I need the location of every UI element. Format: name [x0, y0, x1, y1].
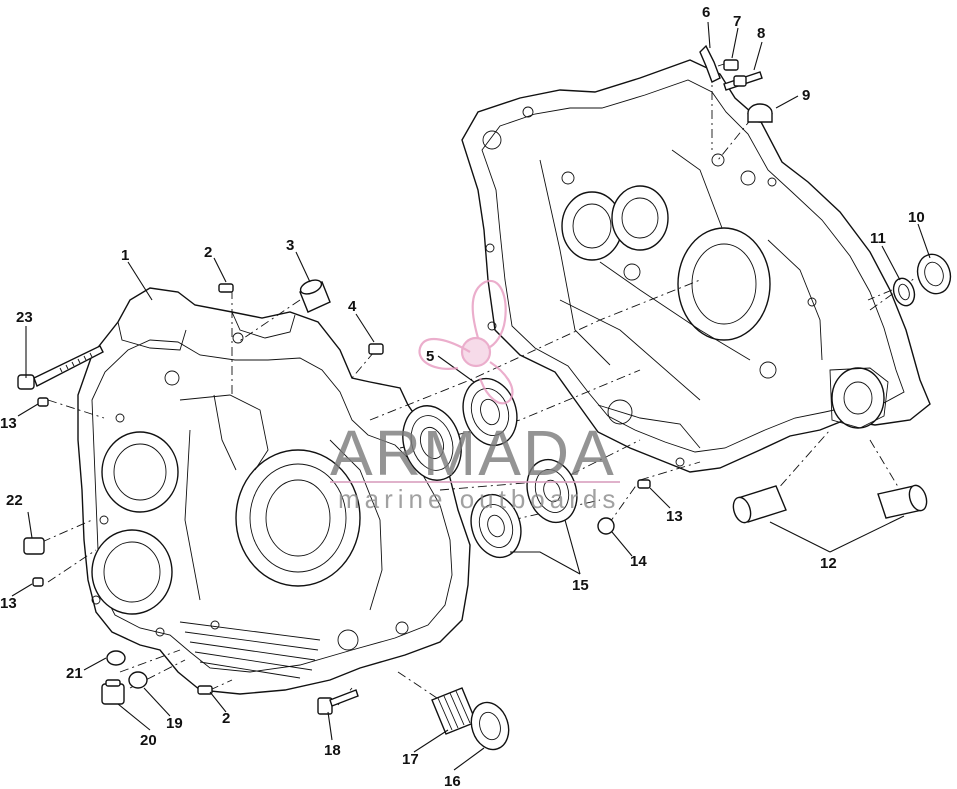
callout-5: 5: [426, 348, 434, 365]
part-2-dowel-bottom: [197, 685, 213, 695]
left-crankcase-half: [77, 287, 471, 695]
armada-watermark: ARMADA marine outboards: [330, 279, 620, 514]
part-13-dowel-a: [37, 397, 49, 407]
part-20-plug: [101, 679, 125, 705]
callout-13-right: 13: [666, 508, 683, 525]
callout-6: 6: [702, 4, 710, 21]
part-23-bolt: [17, 345, 104, 390]
callout-9: 9: [802, 87, 810, 104]
callout-23: 23: [16, 309, 33, 326]
part-19-washer: [128, 671, 148, 689]
callout-11: 11: [870, 230, 886, 247]
part-9-bushing: [747, 103, 773, 123]
part-6-bracket: [699, 44, 721, 83]
small-parts: [17, 44, 952, 751]
part-10-bearing: [916, 253, 952, 295]
part-16-seal: [470, 701, 510, 751]
callout-labels: 1 2 3 4 5 6 7 8 9 10 11 12 13 13 13 13 1…: [0, 4, 925, 789]
callout-15: 15: [572, 577, 589, 594]
callout-16: 16: [444, 773, 461, 789]
part-17-needle-bearing: [431, 687, 477, 735]
part-8-pin: [723, 71, 763, 91]
part-21-ring: [106, 650, 126, 666]
callout-4: 4: [348, 298, 357, 315]
callout-20: 20: [140, 732, 157, 749]
callout-8: 8: [757, 25, 765, 42]
callout-22: 22: [6, 492, 23, 509]
callout-18: 18: [324, 742, 341, 759]
part-18-bolt: [317, 689, 359, 715]
part-12-sleeve-b: [877, 484, 928, 519]
part-3-sleeve: [299, 279, 331, 313]
callout-17: 17: [402, 751, 419, 768]
part-15-bearing-b: [470, 493, 522, 559]
watermark-tagline: marine outboards: [338, 484, 620, 514]
callout-14: 14: [630, 553, 647, 570]
part-12-sleeve-a: [732, 485, 787, 524]
callout-13-lower-left: 13: [0, 595, 17, 612]
watermark-brand: ARMADA: [330, 417, 616, 489]
propeller-logo: [418, 279, 514, 405]
callout-19: 19: [166, 715, 183, 732]
part-5-bearing-inner: [462, 377, 518, 447]
callout-7: 7: [733, 13, 741, 30]
part-13-dowel-b: [32, 577, 44, 587]
part-5-bearing-outer: [402, 405, 462, 481]
callout-2: 2: [204, 244, 212, 261]
callout-3: 3: [286, 237, 294, 254]
right-crankcase-half: [461, 59, 931, 473]
part-13-dowel-c: [637, 479, 651, 489]
part-22-plug: [23, 537, 45, 555]
watermark-rule: [330, 481, 620, 483]
part-4-dowel: [368, 343, 384, 355]
callout-13-upper-left: 13: [0, 415, 17, 432]
callout-12: 12: [820, 555, 837, 572]
callout-10: 10: [908, 209, 925, 226]
part-15-bearing-a: [526, 458, 578, 524]
part-14-ball: [597, 517, 615, 535]
callout-2-lower: 2: [222, 710, 230, 727]
callout-1: 1: [121, 247, 129, 264]
callout-21: 21: [66, 665, 83, 682]
part-2-dowel-top: [218, 283, 234, 293]
part-7-screw: [717, 59, 739, 71]
leader-lines: [11, 21, 931, 771]
